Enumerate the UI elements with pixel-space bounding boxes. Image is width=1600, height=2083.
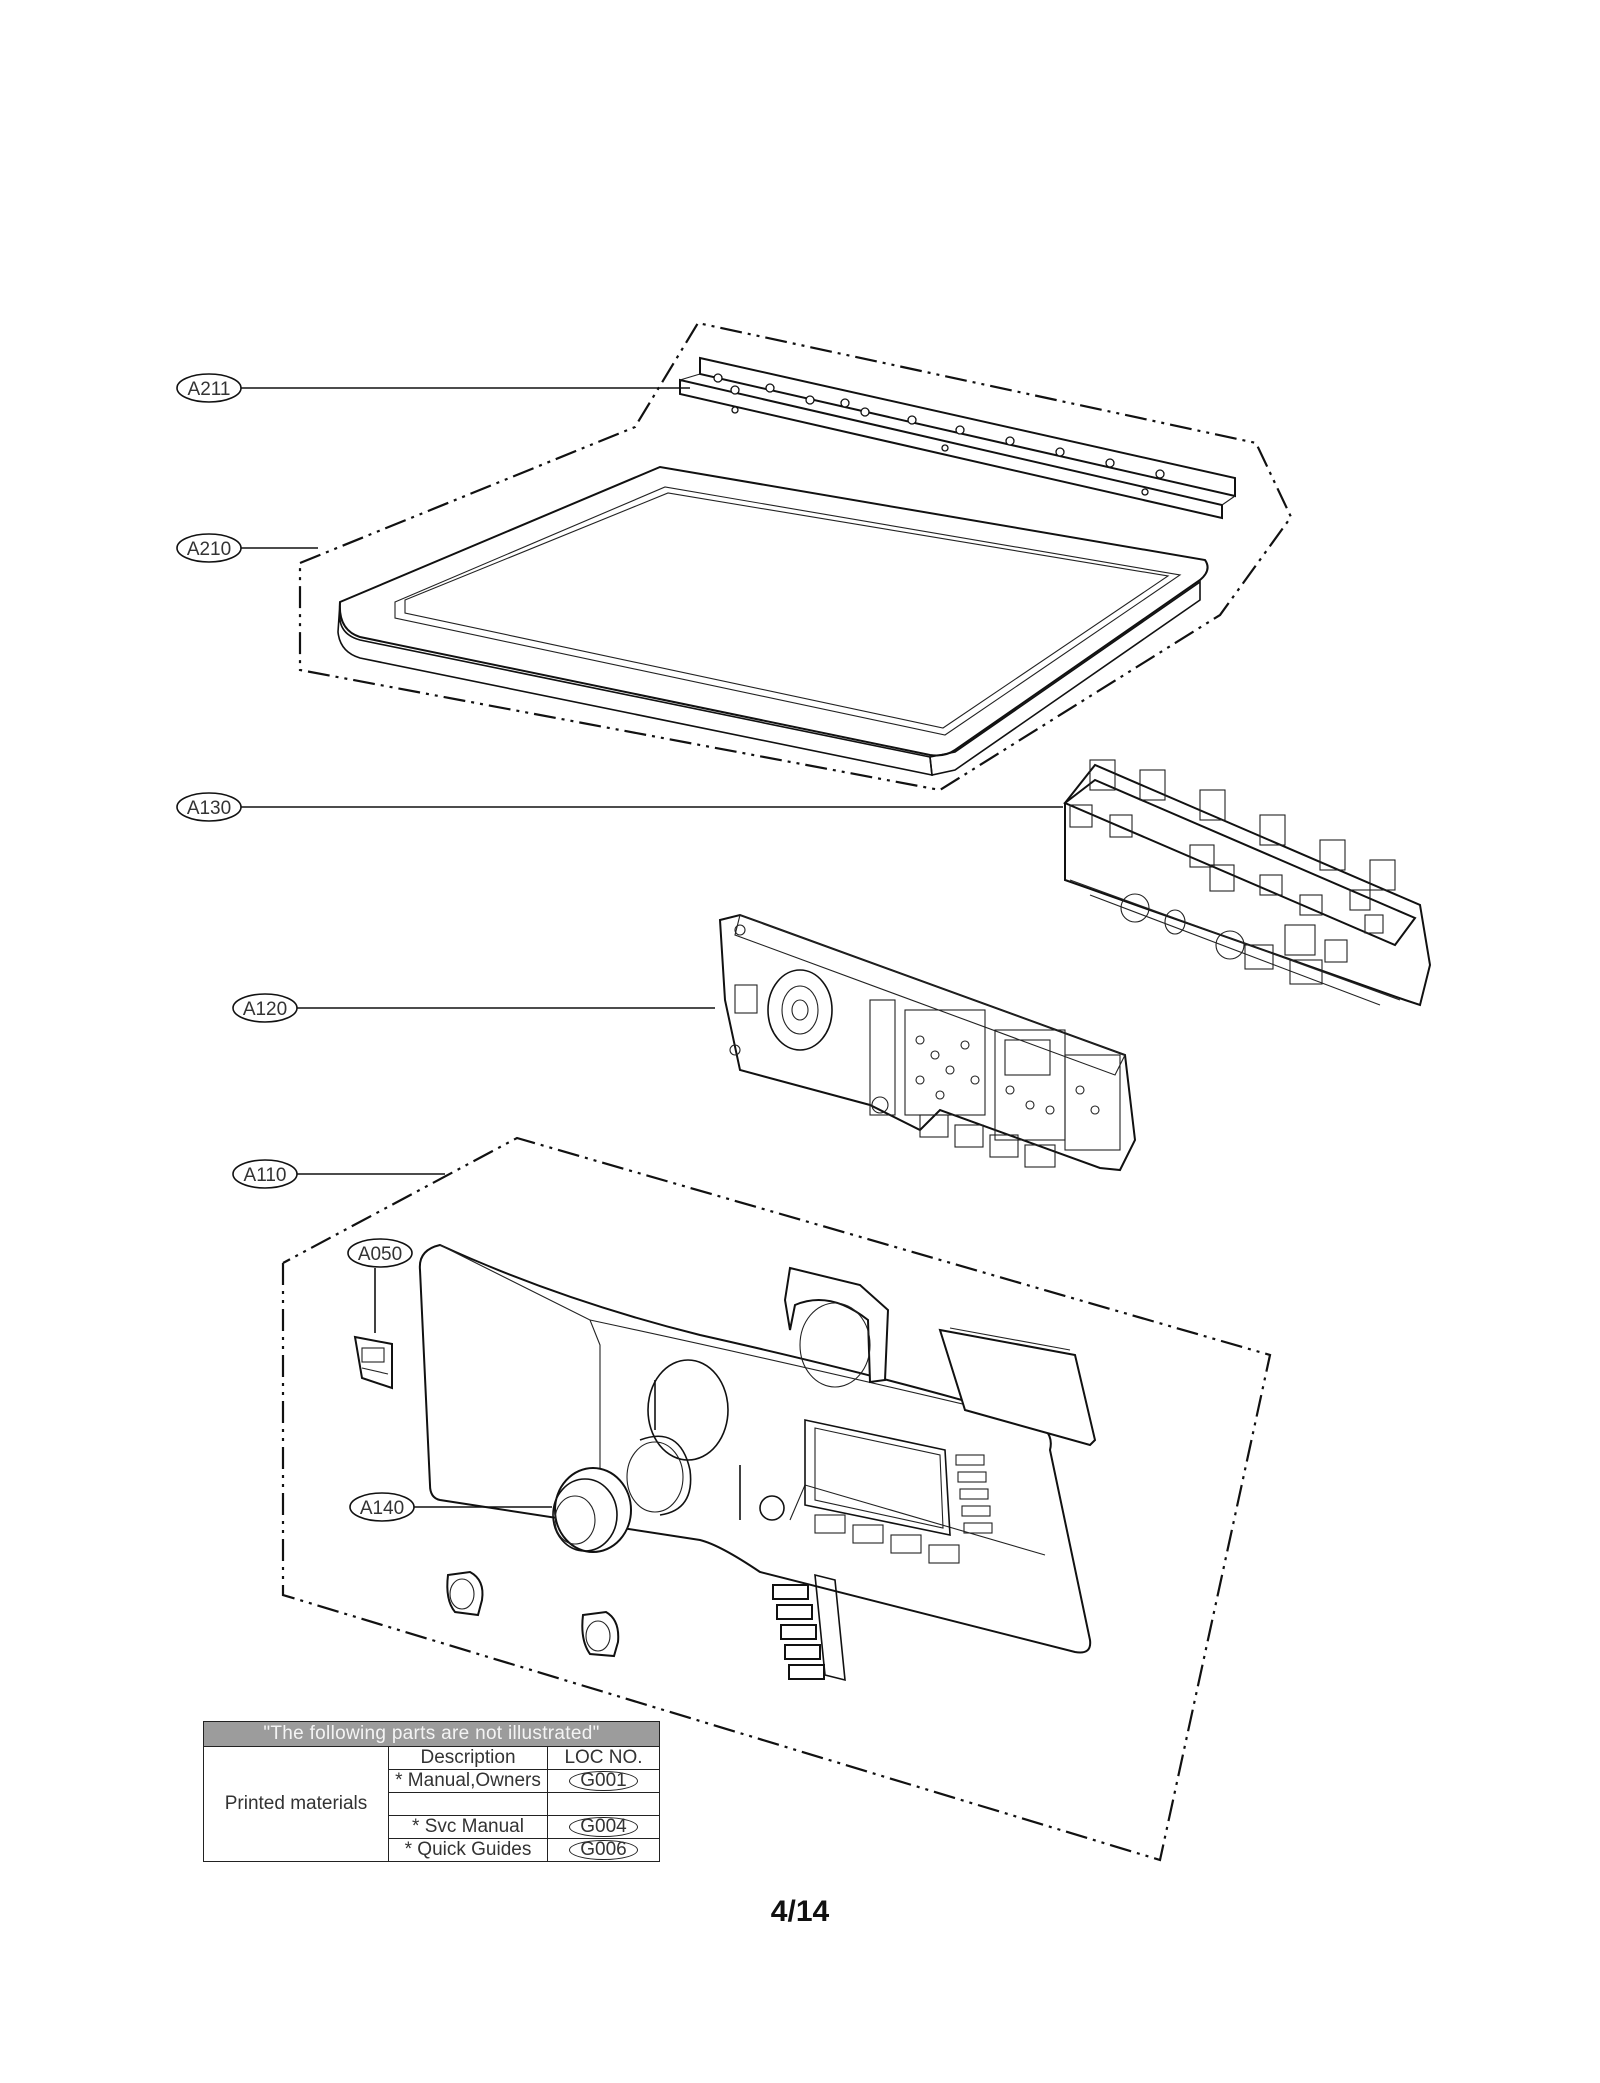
table-group-label: Printed materials	[203, 1746, 389, 1862]
callout-a130: A130	[176, 792, 242, 822]
leader-lines	[241, 387, 1063, 1508]
bracket-a211	[679, 356, 1236, 520]
top-plate-a210	[337, 465, 1209, 777]
row-loc: G006	[569, 1840, 638, 1860]
callout-a140-label: A140	[360, 1498, 404, 1519]
callout-a120: A120	[232, 993, 298, 1023]
column-header-description: Description	[388, 1746, 548, 1770]
callout-a210-label: A210	[187, 539, 231, 560]
badge-a050	[353, 1335, 393, 1390]
knob-a140	[552, 1435, 692, 1553]
display-pcb-a120	[718, 913, 1137, 1172]
knob-housing	[783, 1266, 890, 1388]
row-description: * Svc Manual	[388, 1815, 548, 1839]
push-buttons	[446, 1570, 846, 1682]
callout-a050-label: A050	[358, 1244, 402, 1265]
table-header: "The following parts are not illustrated…	[203, 1721, 660, 1747]
callout-a110-label: A110	[244, 1165, 287, 1186]
callout-a110: A110	[232, 1159, 298, 1189]
callout-a210: A210	[176, 533, 242, 563]
row-loc	[547, 1792, 660, 1816]
callout-a130-label: A130	[187, 798, 231, 819]
page-number: 4/14	[770, 1895, 830, 1928]
display-window-plate	[938, 1327, 1097, 1447]
callout-a211-label: A211	[188, 379, 231, 400]
row-description: * Manual,Owners	[388, 1769, 548, 1793]
row-loc: G004	[569, 1817, 638, 1837]
control-panel-boundary	[281, 1136, 1272, 1862]
callout-a050: A050	[347, 1238, 413, 1268]
table-row: * Quick Guides G006	[204, 1838, 660, 1862]
row-description: * Quick Guides	[388, 1838, 548, 1862]
callout-a211: A211	[176, 373, 242, 403]
not-illustrated-parts-table: "The following parts are not illustrated…	[203, 1721, 660, 1862]
callout-a140: A140	[349, 1492, 415, 1522]
row-loc: G001	[569, 1771, 638, 1791]
column-header-loc: LOC NO.	[547, 1746, 660, 1770]
row-description	[388, 1792, 548, 1816]
control-panel-a110	[418, 1243, 1092, 1654]
callout-a120-label: A120	[243, 999, 287, 1020]
pcb-bracket-a130	[1063, 759, 1432, 1007]
